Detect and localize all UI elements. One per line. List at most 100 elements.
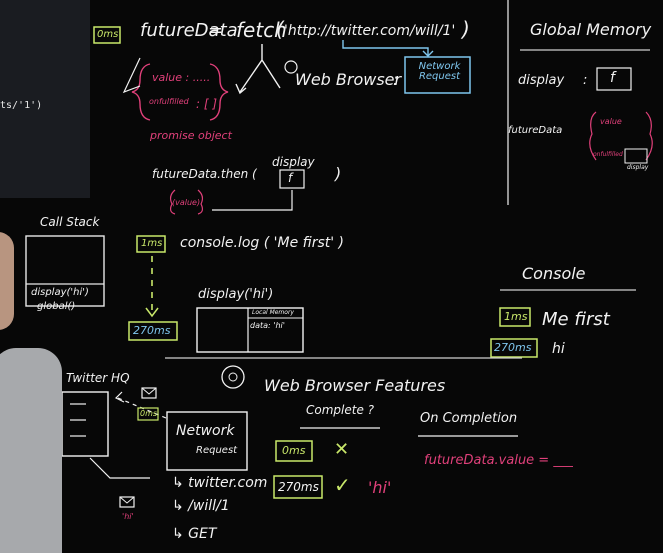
on-completion-heading: On Completion xyxy=(420,411,518,426)
then-call: futureData.then ( xyxy=(152,167,257,181)
global-f-small-box xyxy=(624,148,648,164)
url-underline-arrow xyxy=(342,40,429,55)
then-close-paren: ) xyxy=(335,164,342,183)
twitter-path-method: ↳ GET xyxy=(172,526,217,542)
console-log-line: console.log ( 'Me first' ) xyxy=(180,235,344,251)
promise-pointer-arrow xyxy=(122,57,141,94)
promise-brace-left xyxy=(131,63,151,121)
future-value-assignment: futureData.value = ___ xyxy=(424,453,573,468)
web-browser-features-icon xyxy=(221,365,245,389)
execution-context-box xyxy=(196,307,304,353)
call-stack-box xyxy=(25,235,105,307)
then-f-box xyxy=(279,169,305,189)
console-1ms-box xyxy=(499,307,531,327)
web-browser-colon: : xyxy=(393,70,399,89)
code-line: ts/'1') xyxy=(0,100,43,111)
badge-0ms-box xyxy=(93,26,121,44)
url-arrowhead xyxy=(422,50,434,57)
then-f: f xyxy=(288,171,293,185)
local-memory-label: Local Memory xyxy=(252,309,294,316)
global-future-label: futureData xyxy=(508,125,563,136)
equals-sign: = xyxy=(208,20,224,41)
console-line-hi: hi xyxy=(552,341,565,357)
web-browser-features-icon-inner xyxy=(228,372,238,382)
complete-heading: Complete ? xyxy=(306,403,375,417)
call-stack-frame: display('hi') xyxy=(31,287,89,298)
twitter-down-arrow xyxy=(89,457,150,479)
envelope-top-icon xyxy=(141,387,157,399)
console-badge-1ms: 1ms xyxy=(504,310,528,323)
twitter-network-label: Network xyxy=(176,423,235,439)
presenter-shirt xyxy=(0,348,62,553)
twitter-path-route: ↳ /will/1 xyxy=(172,498,230,514)
then-brace xyxy=(169,189,204,215)
web-browser-icon xyxy=(284,60,298,74)
badge-0ms: 0ms xyxy=(97,29,119,40)
future-data-var: futureData xyxy=(140,20,238,41)
envelope-top-flap xyxy=(141,387,157,395)
console-270ms-box xyxy=(490,338,538,358)
global-future-display: display xyxy=(627,164,649,171)
wbf-0ms: 0ms xyxy=(282,444,306,457)
network-request-label: Network Request xyxy=(418,61,461,82)
timeline-arrowhead xyxy=(145,307,159,318)
twitter-hq-title: Twitter HQ xyxy=(66,371,130,385)
global-display-label: display xyxy=(518,73,565,88)
wbf-0ms-box xyxy=(275,440,313,462)
fetch-split-arrows xyxy=(239,44,281,93)
promise-value: value : ..... xyxy=(152,71,211,84)
presenter xyxy=(0,232,62,553)
global-future-onfulfilled: onfulfilled xyxy=(593,151,623,158)
twitter-0ms-box xyxy=(137,407,159,421)
badge-270ms-box xyxy=(128,321,178,341)
twitter-network-request-box xyxy=(166,411,248,471)
code-editor-panel: ts/'1') xyxy=(0,0,90,198)
local-memory-data: data: 'hi' xyxy=(250,321,285,330)
fetch-close-paren: ) xyxy=(462,17,470,41)
network-request-box xyxy=(404,56,471,94)
global-memory-title: Global Memory xyxy=(530,20,652,39)
response-arrowhead xyxy=(114,391,125,403)
promise-object-label: promise object xyxy=(150,129,232,142)
exec-context-title: display('hi') xyxy=(198,287,274,302)
envelope-bottom-icon xyxy=(119,496,135,508)
web-browser-label: Web Browser xyxy=(295,70,402,89)
wbf-270ms-box xyxy=(273,475,323,499)
promise-array: : [ ] xyxy=(196,97,218,111)
web-browser-features-title: Web Browser Features xyxy=(264,376,446,395)
global-future-brace xyxy=(589,111,653,161)
then-link-arrow xyxy=(212,190,293,211)
promise-onfulfilled: onfulfilled xyxy=(149,97,189,106)
fetch-url: 'http://twitter.com/will/1' xyxy=(284,23,456,39)
left-arrowhead xyxy=(235,83,247,95)
twitter-path-domain: ↳ twitter.com xyxy=(172,475,268,491)
console-title: Console xyxy=(522,264,586,283)
x-mark-icon: ✕ xyxy=(334,439,350,460)
envelope-bottom-flap xyxy=(119,496,135,504)
global-f-box xyxy=(596,67,632,91)
then-value-param: (value) xyxy=(172,198,201,207)
wbf-hi-value: 'hi' xyxy=(368,478,392,497)
console-badge-270ms: 270ms xyxy=(494,341,532,354)
fetch-word: fetch xyxy=(236,18,287,42)
twitter-hi-payload: 'hi' xyxy=(122,512,134,521)
presenter-head xyxy=(0,232,14,330)
promise-brace-right xyxy=(209,63,229,121)
badge-1ms: 1ms xyxy=(141,238,163,249)
call-stack-global: global() xyxy=(37,301,76,312)
check-mark-icon: ✓ xyxy=(334,473,351,497)
twitter-0ms: 0ms xyxy=(140,409,158,418)
badge-270ms: 270ms xyxy=(133,324,171,337)
global-display-f: f xyxy=(610,70,615,86)
wbf-270ms: 270ms xyxy=(278,480,319,494)
twitter-request-label: Request xyxy=(196,445,238,456)
global-display-colon: : xyxy=(583,73,588,88)
global-future-value: value xyxy=(600,117,622,126)
then-display-label: display xyxy=(272,155,315,169)
fetch-open-paren: ( xyxy=(276,17,284,41)
console-line-me-first: Me first xyxy=(542,309,610,330)
badge-1ms-box xyxy=(136,235,166,253)
twitter-server-box xyxy=(61,391,109,457)
